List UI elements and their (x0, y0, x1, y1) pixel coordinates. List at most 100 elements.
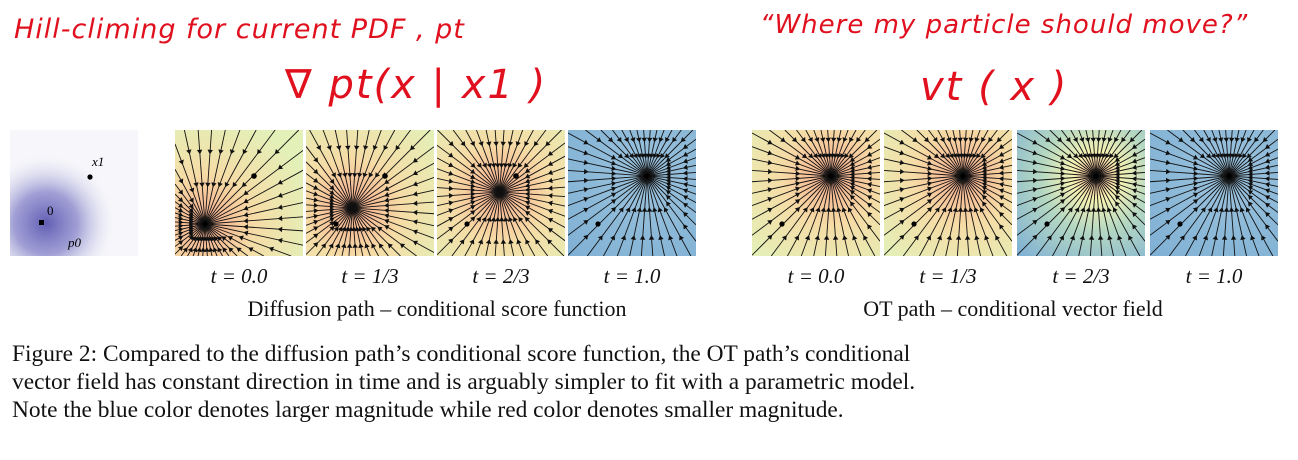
arrowhead (1079, 137, 1085, 143)
arrowhead (1193, 181, 1199, 187)
arrowhead (490, 163, 497, 169)
arrowhead (957, 207, 964, 212)
arrowhead (1059, 154, 1066, 160)
arrowhead (1178, 137, 1184, 143)
streamline (1017, 170, 1097, 177)
arrowhead (243, 211, 249, 218)
arrowhead (899, 168, 905, 175)
arrowhead (1094, 153, 1101, 159)
annotation-vt: vt ( x ) (920, 64, 1069, 110)
streamlines (752, 130, 880, 256)
arrowhead (313, 197, 319, 203)
arrowhead (525, 210, 531, 216)
streamline (830, 157, 880, 177)
arrowhead (946, 137, 952, 143)
arrowhead (412, 200, 418, 206)
arrowhead (218, 149, 224, 155)
arrowhead (1114, 136, 1119, 143)
streamline (643, 130, 648, 177)
arrowhead (1032, 234, 1038, 240)
arrowhead (1117, 235, 1123, 241)
arrowhead (867, 144, 873, 149)
arrowhead (968, 153, 974, 159)
arrowhead (1245, 207, 1251, 213)
x0-point (202, 221, 208, 227)
streamline (1150, 175, 1230, 256)
arrowhead (826, 153, 833, 159)
arrowhead (1189, 137, 1196, 143)
arrowhead (636, 137, 642, 143)
arrowhead (503, 216, 509, 222)
arrowhead (177, 202, 184, 208)
arrowhead (494, 163, 501, 169)
arrowhead (996, 136, 1002, 143)
arrowhead (1114, 168, 1120, 174)
x1-point (382, 173, 388, 179)
arrowhead (999, 144, 1005, 149)
arrowhead (981, 186, 988, 191)
arrowhead (493, 239, 499, 244)
streamline (1228, 175, 1278, 242)
arrowhead (998, 182, 1004, 188)
arrowhead (583, 150, 589, 156)
arrowhead (354, 226, 360, 232)
streamline (352, 201, 434, 209)
arrowhead (277, 192, 283, 198)
arrowhead (863, 235, 869, 241)
ot-t-label: t = 1.0 (1185, 264, 1243, 288)
arrowhead (1097, 235, 1104, 240)
streamline (325, 207, 353, 256)
streamline (586, 175, 648, 256)
arrowhead (583, 139, 589, 145)
streamline (1168, 175, 1230, 256)
arrowhead (815, 207, 821, 213)
arrowhead (1085, 207, 1091, 213)
arrowhead (665, 190, 672, 195)
streamline (830, 130, 878, 177)
arrowhead (329, 185, 335, 191)
streamline (568, 170, 648, 177)
arrowhead (611, 175, 617, 182)
arrowhead (1032, 207, 1038, 213)
arrowhead (1223, 207, 1230, 212)
streamline (1228, 138, 1278, 177)
streamline (204, 202, 303, 225)
streamline (499, 191, 565, 256)
arrowhead (344, 226, 351, 232)
arrowhead (313, 157, 319, 163)
arrowhead (1224, 153, 1231, 159)
streamline (1095, 138, 1145, 177)
arrowhead (1218, 137, 1224, 143)
arrowhead (384, 185, 390, 191)
arrowhead (1101, 137, 1107, 143)
arrowhead (998, 151, 1005, 157)
arrowhead (410, 145, 416, 151)
arrowhead (665, 168, 671, 174)
arrowhead (583, 196, 589, 203)
arrowhead (326, 145, 332, 151)
arrowhead (1114, 164, 1120, 170)
arrowhead (1132, 224, 1138, 230)
arrowhead (955, 153, 961, 159)
arrowhead (523, 162, 529, 168)
streamline (1095, 130, 1131, 177)
x0-point (779, 221, 785, 227)
streamline (499, 167, 565, 193)
streamline (884, 175, 964, 207)
arrowhead (178, 159, 184, 165)
arrowhead (277, 215, 283, 222)
streamline (568, 175, 648, 236)
arrowhead (939, 136, 945, 143)
arrowhead (524, 195, 530, 202)
arrowhead (243, 205, 249, 211)
arrowhead (927, 181, 933, 187)
streamline (437, 168, 500, 193)
streamline (499, 130, 547, 193)
arrowhead (795, 160, 801, 166)
arrowhead (583, 187, 589, 193)
streamline (306, 207, 353, 219)
arrowhead (1228, 137, 1235, 143)
arrowhead (611, 186, 617, 192)
arrowhead (508, 239, 514, 245)
arrowhead (313, 233, 319, 239)
